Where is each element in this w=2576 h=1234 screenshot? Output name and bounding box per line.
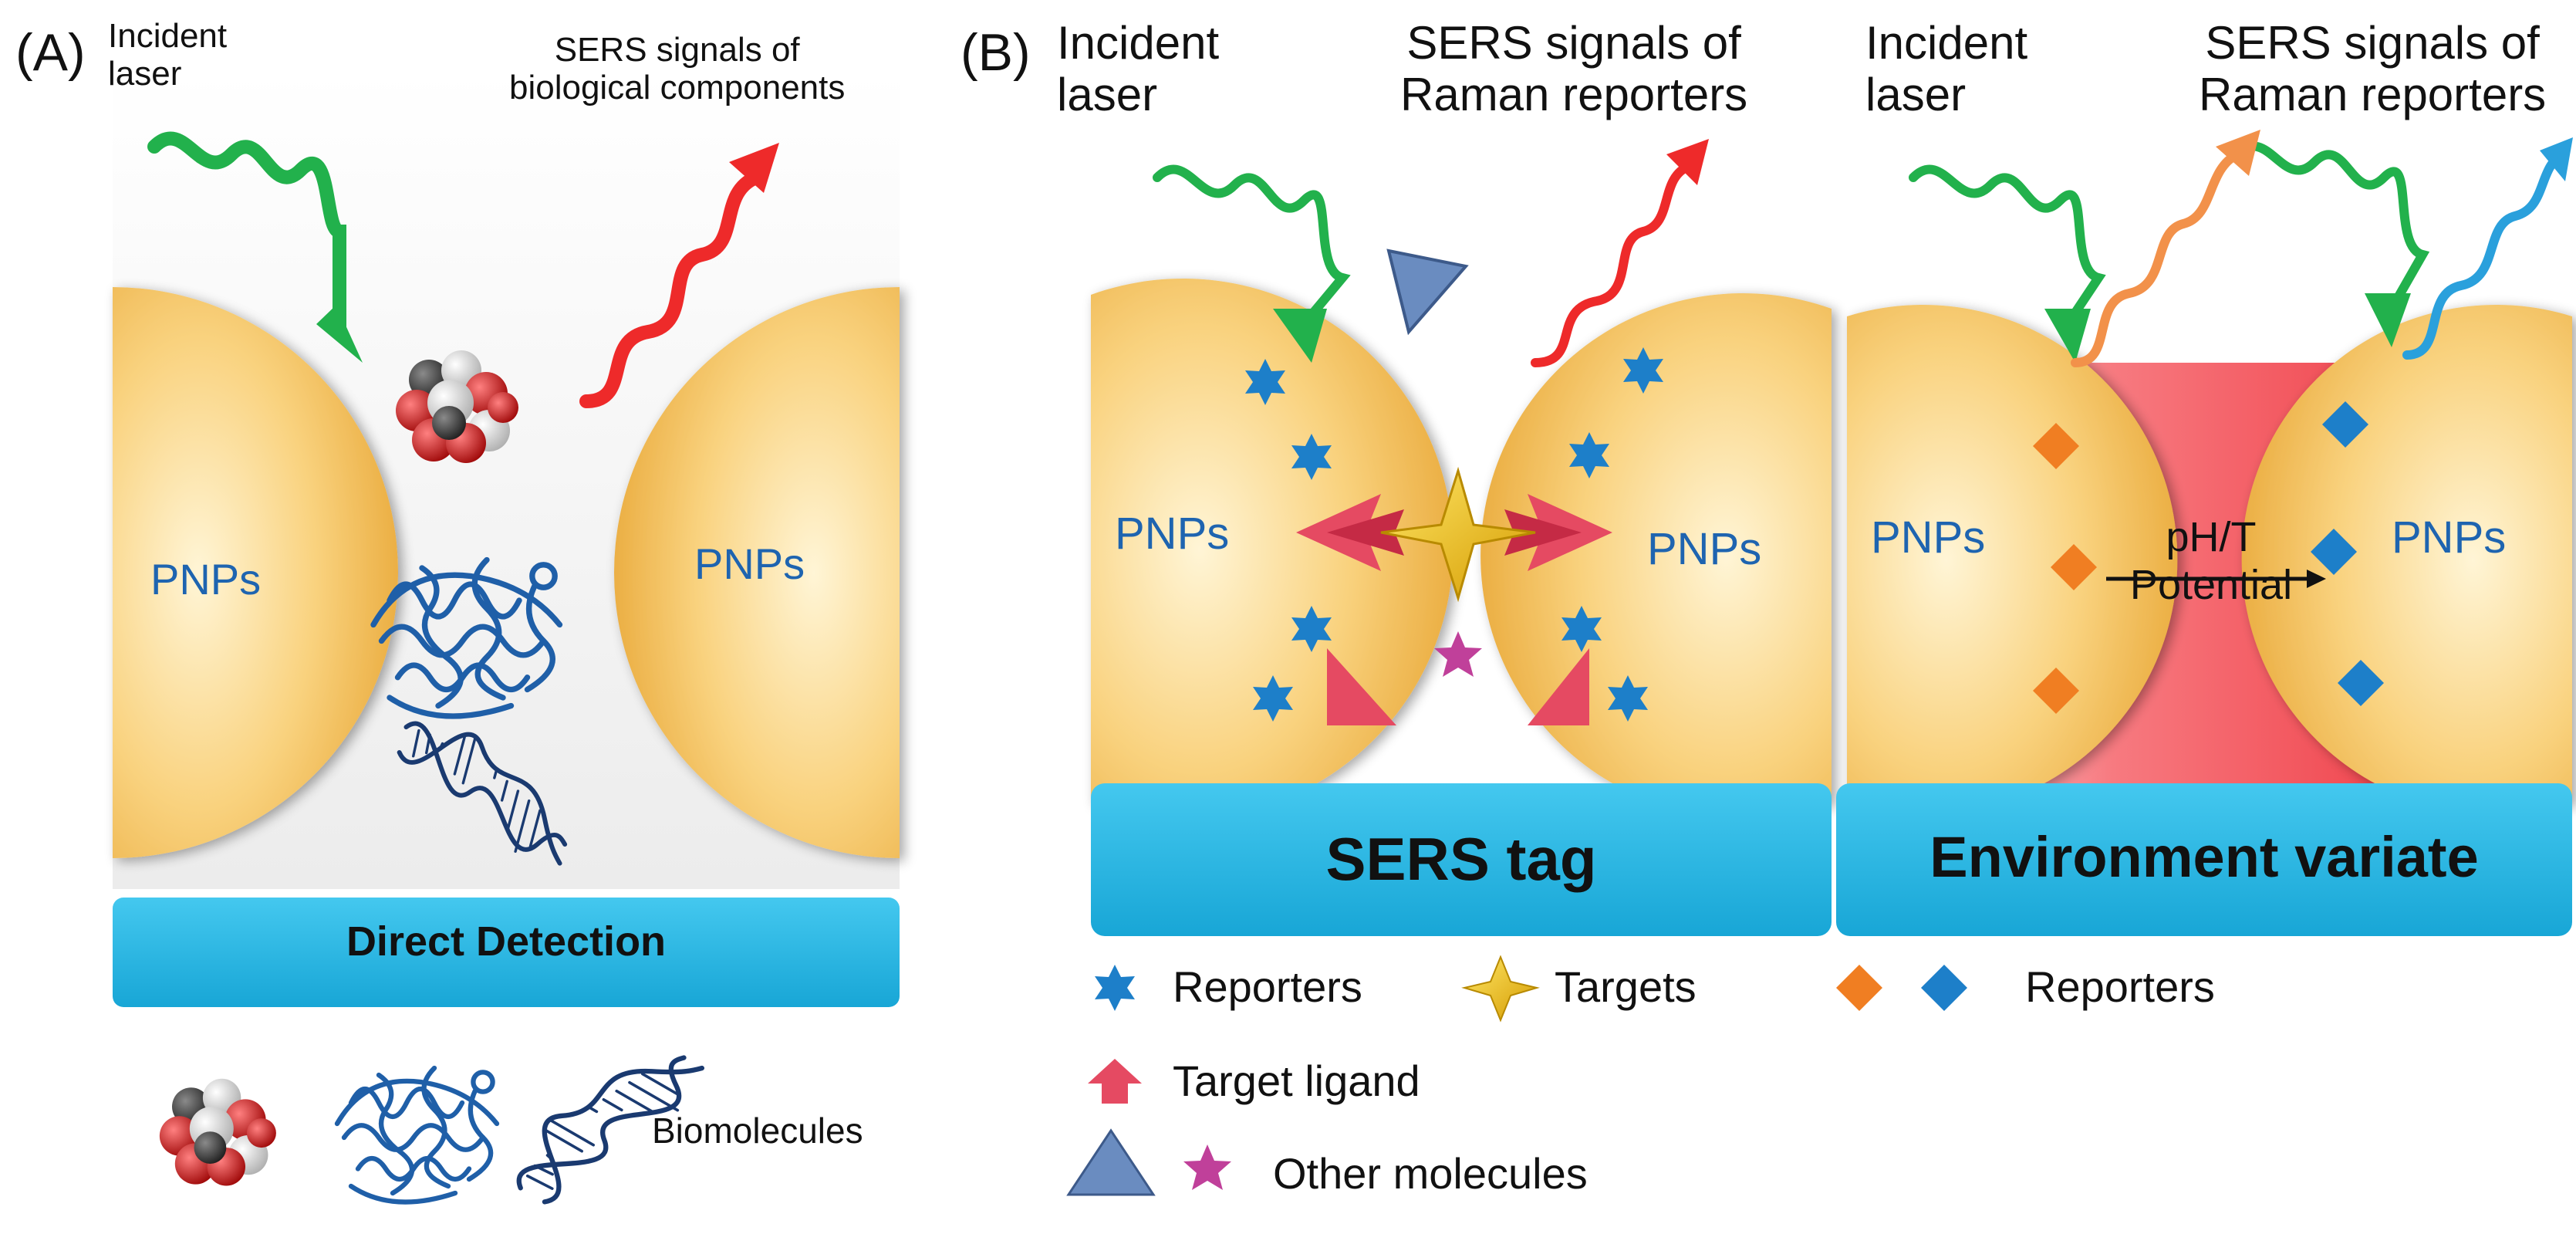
environment-banner-label: Environment variate bbox=[1929, 825, 2479, 889]
sers-tag-ligand-lower-right bbox=[1528, 648, 1589, 725]
legend-target-icon bbox=[1461, 955, 1540, 1023]
label-line: SERS signals of bbox=[2205, 17, 2540, 69]
panel-a-signal-wave bbox=[579, 171, 763, 408]
label-line: laser bbox=[1865, 69, 1967, 121]
sers-tag-banner-label: SERS tag bbox=[1325, 825, 1597, 893]
panel-a-laser-arrowhead bbox=[316, 305, 363, 363]
legend-env-reporters-label: Reporters bbox=[2025, 962, 2215, 1011]
panel-a bbox=[113, 71, 900, 1234]
environment-pnp-right-label: PNPs bbox=[2392, 512, 2507, 563]
environment-signal-orange bbox=[2071, 150, 2242, 367]
panel-a-pnp-left-label: PNPs bbox=[150, 555, 262, 603]
legend-reporters-label: Reporters bbox=[1173, 962, 1362, 1011]
label-line: Incident bbox=[108, 17, 228, 55]
panel-a-tag: (A) bbox=[15, 23, 86, 82]
legend-targets-label: Targets bbox=[1555, 962, 1697, 1011]
environment-pnp-left-label: PNPs bbox=[1871, 512, 1986, 563]
legend-reporter-orange-icon bbox=[1836, 965, 1882, 1011]
environment-laser-wave-2 bbox=[2233, 141, 2430, 313]
panel-a-pnp-right bbox=[614, 287, 900, 858]
sers-tag-ligand-lower-left bbox=[1327, 648, 1396, 725]
label-line: Incident bbox=[1057, 17, 1220, 69]
sers-tag-pnp-right-label: PNPs bbox=[1647, 524, 1762, 574]
environment-pnp-right bbox=[2241, 304, 2572, 814]
panel-a-pnp-right-label: PNPs bbox=[694, 539, 805, 588]
legend-reporter-icon bbox=[1095, 965, 1135, 1011]
sers-tag-pnp-left-label: PNPs bbox=[1115, 509, 1230, 559]
sers-tag-banner bbox=[1091, 783, 1832, 936]
panel-a-incident-laser-label: Incident laser bbox=[108, 17, 227, 93]
legend-magenta-star-icon bbox=[1183, 1144, 1231, 1190]
panel-b-tag: (B) bbox=[961, 23, 1031, 82]
sers-tag-signals-label: SERS signals of Raman reporters bbox=[1400, 17, 1747, 120]
sers-tag-laser-wave bbox=[1153, 164, 1351, 329]
label-line: Raman reporters bbox=[1400, 69, 1748, 121]
panel-b-environment bbox=[1836, 130, 2573, 936]
environment-signal-blue-arrowhead bbox=[2540, 137, 2573, 181]
legend-other-molecules-label: Other molecules bbox=[1273, 1149, 1588, 1198]
environment-banner bbox=[1836, 783, 2572, 936]
environment-laser-wave-1 bbox=[1909, 164, 2106, 329]
environment-signal-blue bbox=[2402, 150, 2566, 360]
label-line: SERS signals of bbox=[1406, 17, 1741, 69]
panel-b-legend-icons bbox=[1066, 955, 1967, 1196]
environment-signal-orange-arrowhead bbox=[2216, 130, 2260, 176]
sers-tag-laser-arrowhead bbox=[1273, 309, 1327, 363]
legend-reporter-blue-icon bbox=[1921, 965, 1967, 1011]
panel-a-signal-arrowhead bbox=[729, 143, 779, 193]
panel-b-sers-tag bbox=[1091, 139, 1832, 936]
environment-incident-laser-label: Incident laser bbox=[1865, 17, 2027, 120]
environment-signals-label: SERS signals of Raman reporters bbox=[2199, 17, 2546, 120]
sers-tag-triangle bbox=[1386, 248, 1469, 336]
panel-a-laser-wave bbox=[147, 131, 346, 339]
sers-tag-incident-laser-label: Incident laser bbox=[1057, 17, 1219, 120]
legend-triangle-icon bbox=[1066, 1128, 1156, 1196]
environment-pnp-left bbox=[1847, 304, 2178, 814]
environment-stimulus-label: pH/T Potential bbox=[2111, 513, 2311, 609]
sers-tag-signal-arrowhead bbox=[1666, 139, 1709, 185]
panel-a-pnp-left bbox=[113, 287, 398, 858]
environment-laser-arrowhead-2 bbox=[2365, 293, 2411, 347]
label-line: laser bbox=[1057, 69, 1158, 121]
legend-target-ligand-label: Target ligand bbox=[1173, 1057, 1420, 1105]
sers-tag-magenta-star bbox=[1434, 631, 1482, 677]
panel-a-banner bbox=[113, 898, 900, 1007]
label-line: biological components bbox=[509, 69, 846, 107]
panel-a-biomolecules-label: Biomolecules bbox=[652, 1111, 863, 1151]
legend-ligand-icon bbox=[1088, 1059, 1142, 1104]
sers-tag-pnp-left bbox=[1091, 279, 1453, 820]
sers-tag-target bbox=[1380, 466, 1536, 603]
panel-a-legend-molecule bbox=[159, 1078, 276, 1186]
panel-a-legend-protein bbox=[337, 1068, 497, 1202]
label-line: laser bbox=[108, 55, 182, 93]
sers-tag-signal-wave bbox=[1531, 161, 1694, 367]
label-line: Raman reporters bbox=[2199, 69, 2547, 121]
environment-laser-arrowhead-1 bbox=[2044, 309, 2091, 363]
stimulus-line: pH/T bbox=[2166, 514, 2257, 560]
label-line: SERS signals of bbox=[554, 31, 800, 69]
stimulus-line: Potential bbox=[2129, 562, 2293, 609]
label-line: Incident bbox=[1865, 17, 2028, 69]
panel-a-banner-label: Direct Detection bbox=[346, 918, 667, 965]
panel-a-signals-label: SERS signals of biological components bbox=[509, 31, 845, 107]
